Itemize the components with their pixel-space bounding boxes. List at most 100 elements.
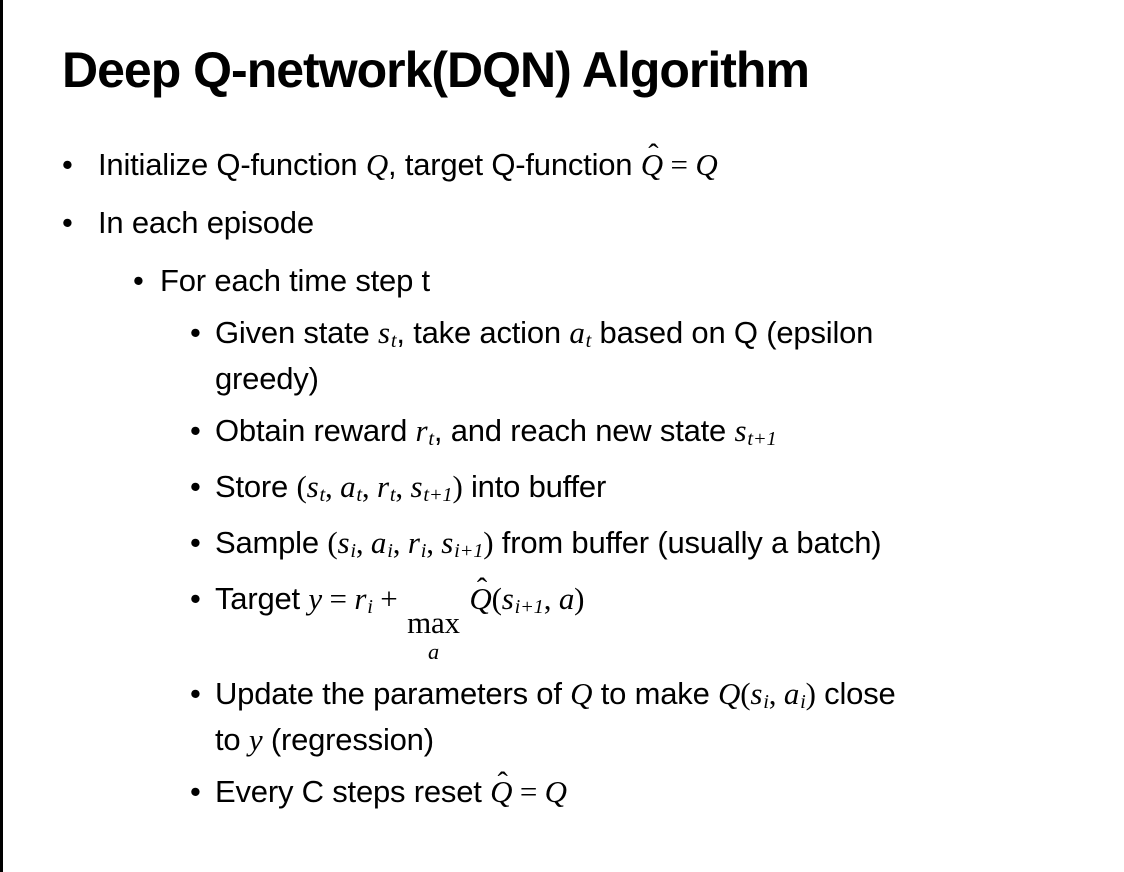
math-var-group: ai [370,524,393,563]
math-var-group: si [750,676,769,714]
text-run: Every C steps reset [215,773,491,809]
math-var: s [501,580,514,616]
math-var: y [308,580,322,616]
bullet-marker: • [62,146,73,182]
text-run: close [815,675,896,711]
math-var-group: si+1 [441,525,484,563]
bullet-item: •Obtain reward rt, and reach new state s… [190,410,1094,456]
math-var: y [248,721,263,757]
text-run: , take action [396,314,570,350]
bullet-content: Sample (si, ai, ri, si+1) from buffer (u… [215,522,1094,568]
math-text-run: + [372,580,406,616]
bullet-marker: • [190,580,201,616]
math-subscript: i [800,691,806,714]
bullet-item: • Update the parameters of Q to make Q(si… [190,673,1094,761]
bullet-item: • Store (st, at, rt, st+1) into buffer [190,466,1094,512]
math-var: r [407,524,420,560]
math-var: Q [469,580,492,616]
text-run: Store [215,468,297,504]
text-run: to make [592,675,719,711]
math-subscript: t+1 [747,428,777,450]
math-text-run: , [768,675,784,711]
math-var: Q [570,675,593,711]
math-var-group: ai [783,675,806,714]
bullet-content: In each episode [98,202,1094,244]
text-run: to [215,721,249,757]
math-var-group: rt [415,412,435,451]
bullet-line: Sample (si, ai, ri, si+1) from buffer (u… [215,522,1094,568]
math-var: r [415,412,428,448]
bullet-marker: • [190,468,201,504]
math-var: Q [718,675,741,711]
math-subscript: i [387,540,393,562]
math-var: a [340,468,356,504]
math-var: a [370,524,387,560]
math-var: s [337,524,350,560]
math-var-group: st [378,314,397,353]
math-var: r [377,468,389,504]
text-run: , and reach new state [433,412,735,448]
math-subscript: t [390,330,397,352]
math-text-run: = [321,580,355,616]
math-var-group: rt [377,468,396,507]
math-var: s [410,468,423,504]
math-text-run [462,581,470,616]
text-run: Target [215,580,309,616]
text-run: In each episode [98,204,314,240]
bullet-line: In each episode [98,202,1094,244]
bullet-item: •Sample (si, ai, ri, si+1) from buffer (… [190,522,1094,568]
math-text-run: , [426,524,442,560]
text-run: Initialize Q-function [98,146,366,182]
bullet-content: Store (st, at, rt, st+1) into buffer [215,466,1094,512]
math-text-run: , [325,468,341,504]
math-text-run: , [361,468,378,504]
slide-title: Deep Q-network(DQN) Algorithm [62,42,810,98]
math-text-run: ) [574,580,585,616]
math-text-run: , [392,524,408,560]
math-var: a [783,675,800,711]
math-var-group: ri [354,580,373,619]
math-var-group: at [569,314,591,353]
text-run: Given state [215,314,379,350]
text-run: , target Q-function [388,146,641,182]
text-run: into buffer [462,468,607,504]
bullet-content: For each time step t [160,260,1094,302]
math-var: s [378,314,390,350]
math-subscript: i [420,540,427,562]
math-var: s [734,412,747,448]
text-run: based on Q (epsilon [591,314,874,350]
math-var: Q [544,773,567,809]
math-var: r [354,580,367,616]
math-var: Q [490,773,513,809]
math-subscript: i [367,596,373,618]
text-run: Sample [215,524,328,560]
math-var-group: st+1 [410,468,452,507]
math-subscript: i [763,691,769,714]
math-var: a [569,314,585,350]
bullet-list: • Initialize Q-function Q , target Q-funct… [62,139,1094,813]
math-subscript: i [350,540,356,562]
bullet-marker: • [62,204,73,240]
math-var: a [558,580,575,616]
math-subscript: i+1 [454,540,484,562]
bullet-marker: • [190,773,201,809]
math-text-run: ) [483,524,494,560]
math-subscript: t [389,484,396,506]
bullet-line: Given state st, take action at based on … [215,312,1094,358]
text-run: Update the parameters of [215,675,571,711]
math-text-run: ( [491,580,502,616]
bullet-marker: • [190,675,201,711]
math-subscript: t [319,484,326,506]
math-var: Q [695,146,718,182]
math-var-group: ri [407,524,427,563]
math-var-group: si [337,524,356,563]
math-text-run: = [662,146,696,182]
bullet-content: Update the parameters of Q to make Q(si,… [215,673,1094,761]
